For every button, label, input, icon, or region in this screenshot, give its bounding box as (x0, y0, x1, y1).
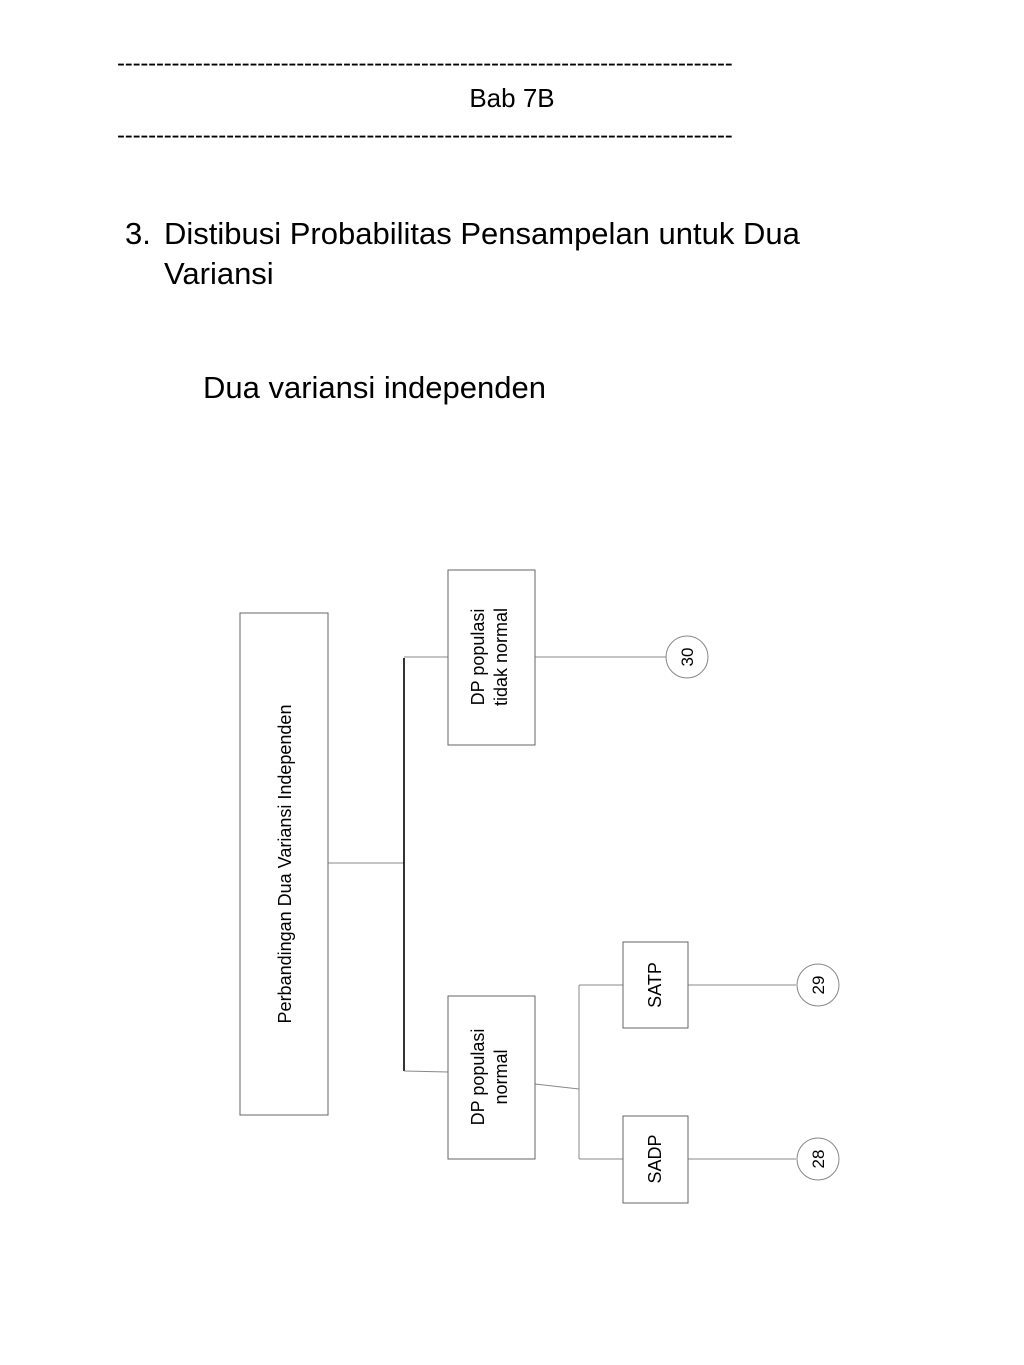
node-normal-line1: DP populasi (468, 1029, 488, 1126)
node-sadp: SADP (622, 1115, 689, 1204)
node-non-normal-line2: tidak normal (491, 608, 511, 706)
node-non-normal: DP populasi tidak normal (447, 569, 536, 746)
ref-circle-28: 28 (796, 1137, 840, 1181)
node-root: Perbandingan Dua Variansi Independen (239, 612, 329, 1116)
connector-normal (403, 1070, 449, 1073)
section-heading: 3. Distibusi Probabilitas Pensampelan un… (125, 214, 885, 294)
ref-circle-29: 29 (796, 963, 840, 1007)
ref-28-label: 28 (809, 1150, 828, 1169)
ref-circle-30: 30 (665, 635, 709, 679)
connector-normal-out (534, 1083, 580, 1090)
node-normal: DP populasi normal (447, 995, 536, 1160)
node-non-normal-line1: DP populasi (468, 609, 488, 706)
section-title: Distibusi Probabilitas Pensampelan untuk… (164, 216, 800, 291)
node-normal-line2: normal (491, 1049, 511, 1104)
header-rule-bottom: ----------------------------------------… (117, 124, 733, 148)
section-subheading: Dua variansi independen (203, 370, 546, 405)
header-rule-top: ----------------------------------------… (117, 52, 733, 76)
node-satp-label: SATP (645, 962, 665, 1008)
section-number: 3. (125, 216, 151, 251)
ref-30-label: 30 (678, 648, 697, 667)
node-satp: SATP (622, 941, 689, 1029)
ref-29-label: 29 (809, 976, 828, 995)
header-title: Bab 7B (469, 83, 555, 113)
node-sadp-label: SADP (645, 1134, 665, 1183)
node-root-label: Perbandingan Dua Variansi Independen (275, 705, 295, 1024)
